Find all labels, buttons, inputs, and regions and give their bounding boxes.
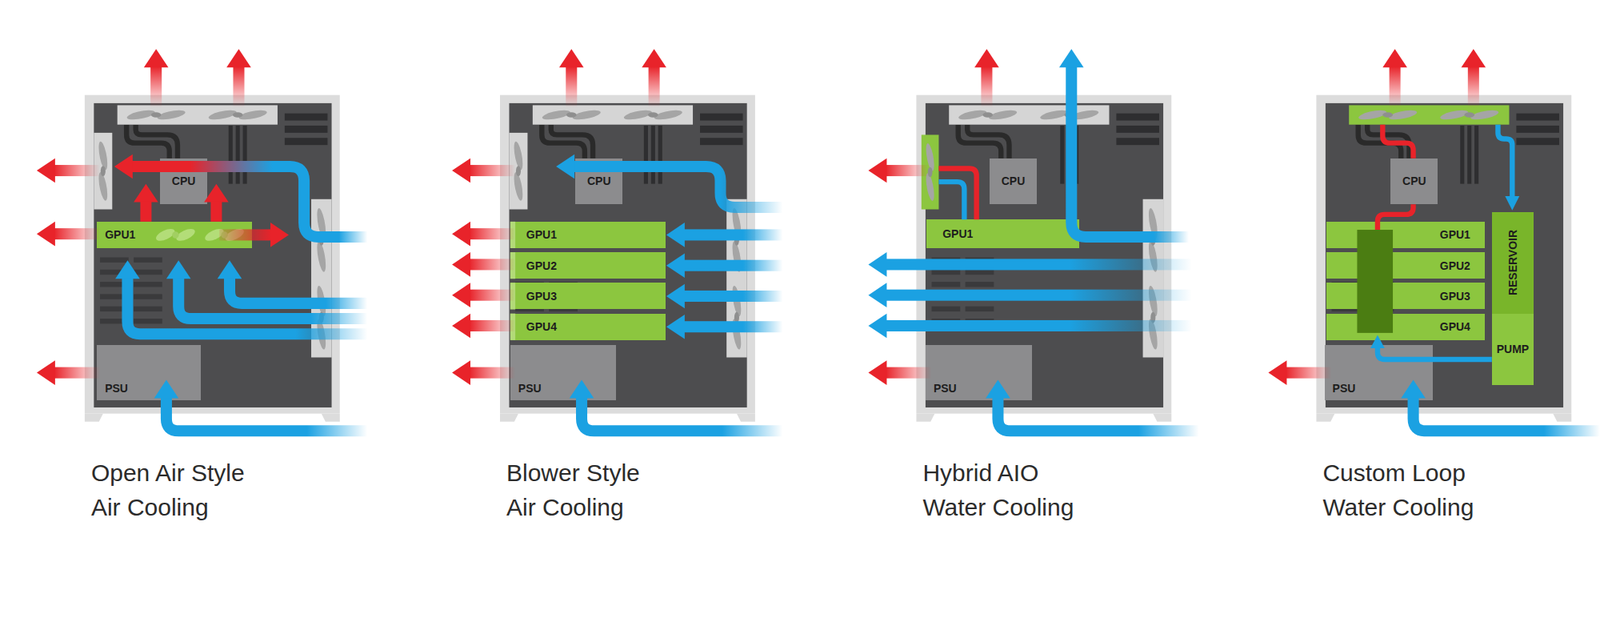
gpu-card: GPU3 — [510, 282, 666, 309]
gpu-card: GPU1 — [96, 221, 252, 248]
gpu-card: GPU3 — [1326, 282, 1485, 309]
power-supply: PSU — [925, 344, 1032, 400]
power-supply: PSU — [510, 344, 617, 400]
water-block — [1356, 229, 1393, 333]
cpu-chip: CPU — [575, 158, 623, 204]
component-label: CPU — [1402, 174, 1427, 188]
pc-case: Open Air Style Air CoolingCPUGPU1PSU — [84, 95, 340, 422]
coolant-flow-head — [1370, 196, 1520, 348]
hot-air-arrow — [36, 48, 1486, 385]
power-supply: PSU — [1324, 344, 1433, 400]
component-label: GPU3 — [526, 289, 557, 303]
component-label: CPU — [1001, 174, 1026, 188]
component-label: GPU1 — [1440, 228, 1471, 241]
mixed-air-arrow — [114, 154, 368, 237]
component-label: CPU — [172, 174, 196, 188]
gpu-card: GPU2 — [1326, 252, 1485, 279]
gpu-card: GPU1 — [510, 221, 666, 248]
gpu-card: GPU4 — [1326, 313, 1485, 340]
component-label: GPU1 — [942, 227, 973, 240]
case-fan — [93, 104, 1164, 357]
case-caption: Hybrid AIO Water Cooling — [922, 455, 1084, 524]
cool-air-arrow — [115, 48, 1600, 431]
coolant-reservoir: RESERVOIR — [1492, 212, 1534, 313]
gpu-card: GPU1 — [1326, 221, 1485, 248]
case-caption: Blower Style Air Cooling — [506, 455, 668, 524]
cpu-chip: CPU — [989, 158, 1037, 204]
component-label: GPU3 — [1440, 289, 1471, 303]
component-label: GPU1 — [104, 228, 136, 241]
case-caption: Open Air Style Air Cooling — [91, 455, 253, 524]
component-label: PSU — [518, 381, 542, 395]
component-label: GPU2 — [526, 259, 557, 272]
cpu-chip: CPU — [160, 158, 208, 204]
gpu-fan — [154, 226, 246, 244]
gpu-card: GPU1 — [926, 219, 1080, 248]
gpu-card: GPU4 — [510, 313, 666, 340]
component-label: CPU — [587, 174, 612, 188]
component-label: GPU2 — [1440, 259, 1471, 272]
component-label: PSU — [1332, 381, 1356, 395]
pc-case: Hybrid AIO Water CoolingCPUGPU1PSU — [916, 95, 1172, 422]
power-supply: PSU — [96, 344, 201, 400]
cpu-chip: CPU — [1390, 158, 1438, 204]
case-shell — [84, 95, 1572, 422]
component-label: PUMP — [1496, 342, 1529, 356]
component-label: GPU4 — [526, 320, 557, 333]
component-label: PSU — [104, 381, 128, 395]
radiator — [921, 104, 1510, 209]
component-label: RESERVOIR — [1506, 229, 1520, 296]
component-label: GPU1 — [526, 228, 557, 241]
case-caption: Custom Loop Water Cooling — [1322, 455, 1484, 524]
component-label: PSU — [933, 381, 957, 395]
pc-case: Blower Style Air CoolingCPUGPU1GPU2GPU3G… — [500, 95, 756, 422]
blower-intake — [510, 221, 516, 340]
pc-case: Custom Loop Water CoolingCPUGPU1GPU2GPU3… — [1316, 95, 1572, 422]
component-label: GPU4 — [1440, 320, 1471, 333]
gpu-card: GPU2 — [510, 252, 666, 279]
coolant-pump: PUMP — [1492, 313, 1534, 385]
coolant-pipe — [938, 124, 1512, 360]
